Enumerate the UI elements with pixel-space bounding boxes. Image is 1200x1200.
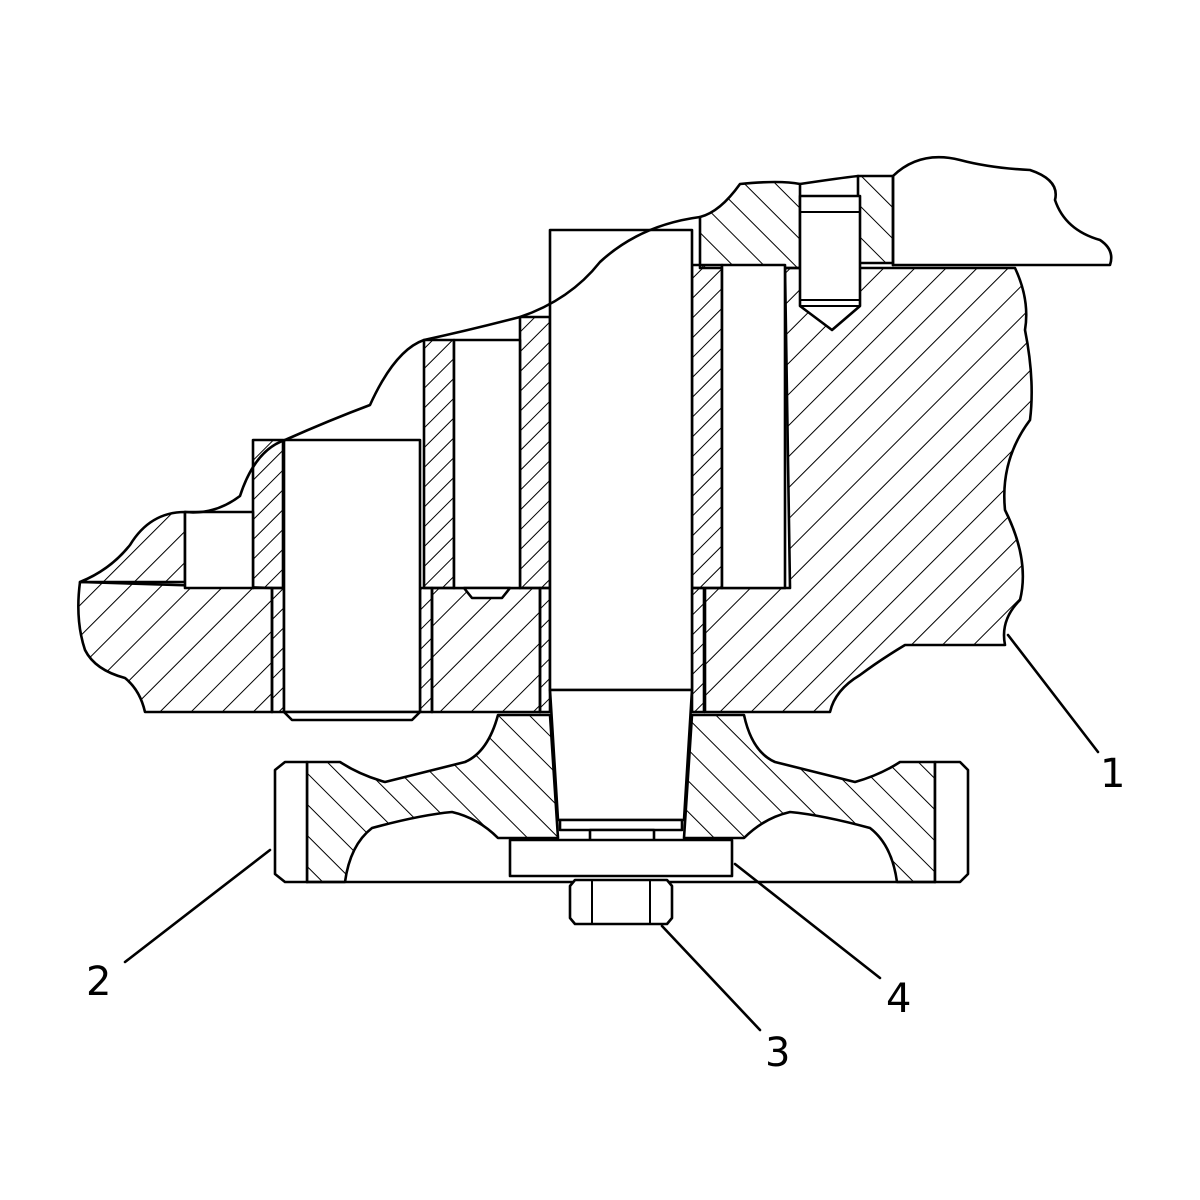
break-line-main — [183, 215, 702, 514]
break-lines — [183, 156, 1113, 514]
pulley-component-2 — [273, 713, 970, 884]
callout-3: 3 — [765, 1030, 790, 1076]
housing-top-cap — [698, 180, 802, 270]
callout-1: 1 — [1100, 751, 1125, 797]
leader-3 — [660, 924, 762, 1032]
inner-bore — [452, 338, 522, 590]
housing-left-flange — [77, 580, 274, 714]
bolt-component-3 — [568, 878, 674, 926]
housing-component-1 — [77, 174, 1033, 714]
right-bore — [720, 263, 787, 590]
bolt-head — [568, 878, 674, 926]
left-bushing — [270, 586, 286, 714]
pulley-rim-left — [273, 760, 309, 884]
callout-2: 2 — [86, 959, 111, 1005]
mid-bushing-right — [538, 586, 552, 714]
leader-4 — [733, 862, 882, 980]
housing-right-block — [703, 266, 1033, 714]
shaft — [548, 228, 694, 692]
inner-bore-tip — [462, 586, 512, 600]
housing-mid-block — [430, 586, 542, 714]
bores — [183, 194, 862, 844]
left-sleeve — [251, 438, 285, 590]
inner-sleeve-left — [422, 338, 456, 590]
inner-sleeve-right — [518, 315, 552, 590]
pulley-hub-right — [682, 713, 937, 884]
shaft-end — [558, 818, 684, 832]
left-bore — [282, 438, 422, 714]
shaft-taper — [548, 688, 694, 822]
pulley-hub — [305, 713, 560, 884]
leader-lines — [123, 633, 1100, 1032]
shaft-bushing-right — [690, 586, 706, 714]
callout-labels: 1 2 3 4 — [86, 751, 1125, 1076]
pulley-rim-right — [933, 760, 970, 884]
leader-2 — [123, 848, 272, 964]
housing-left-wall — [78, 510, 187, 584]
leader-1 — [1006, 633, 1100, 754]
dowel-pin — [798, 194, 862, 332]
mid-bushing-left — [418, 586, 434, 714]
callout-4: 4 — [886, 976, 911, 1022]
sleeve-parts — [251, 263, 724, 714]
left-bore-tip — [282, 710, 422, 722]
shaft-sleeve — [690, 263, 724, 590]
break-line-top — [798, 156, 1113, 267]
upper-left-pocket — [183, 510, 255, 590]
washer-component-4 — [508, 838, 734, 878]
housing-top-cap-right — [856, 174, 895, 265]
